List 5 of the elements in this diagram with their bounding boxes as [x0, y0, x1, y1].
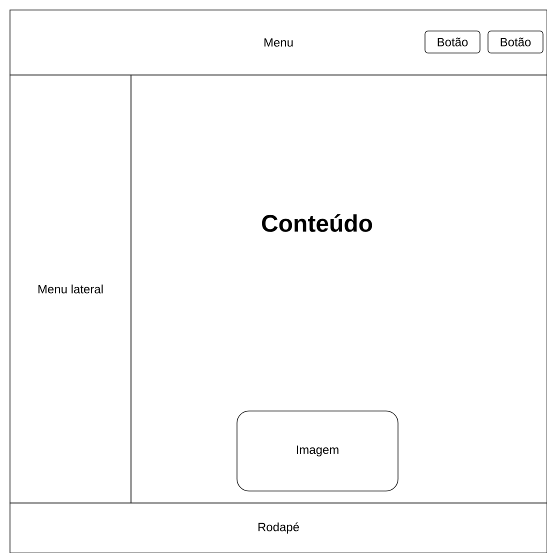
image-box: Imagem	[236, 410, 398, 492]
footer-bar: Rodapé	[10, 502, 547, 553]
sidebar: Menu lateral	[10, 74, 132, 504]
button: Botão	[488, 30, 544, 54]
button: Botão	[424, 30, 480, 54]
